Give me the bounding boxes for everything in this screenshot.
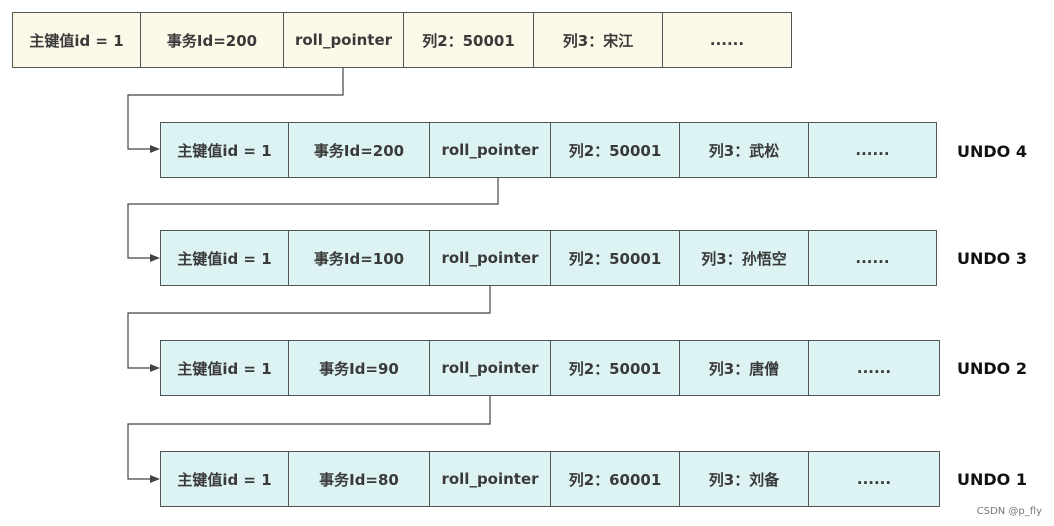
roll-pointer-cell: roll_pointer bbox=[284, 13, 404, 67]
primary-key-cell: 主键值id = 1 bbox=[161, 341, 289, 395]
more-cell: ...... bbox=[856, 470, 892, 488]
undo-label: UNDO 2 bbox=[957, 359, 1027, 378]
transaction-id-cell: 事务Id=200 bbox=[289, 123, 430, 177]
roll-pointer-arrow-line bbox=[127, 396, 491, 480]
column2-cell: 列2：50001 bbox=[551, 231, 680, 285]
roll-pointer-arrowhead bbox=[150, 364, 160, 372]
undo-label: UNDO 4 bbox=[957, 142, 1027, 161]
column3-cell: 列3：宋江 bbox=[534, 13, 663, 67]
primary-key-cell: 主键值id = 1 bbox=[161, 452, 289, 506]
roll-pointer-arrowhead bbox=[150, 145, 160, 153]
roll-pointer-cell: roll_pointer bbox=[430, 341, 551, 395]
undo-label: UNDO 3 bbox=[957, 249, 1027, 268]
column2-cell: 列2：50001 bbox=[551, 341, 680, 395]
more-cell: ...... bbox=[856, 359, 892, 377]
current-record-row: 主键值id = 1 事务Id=200 roll_pointer 列2：50001… bbox=[12, 12, 792, 68]
roll-pointer-arrow-line bbox=[127, 68, 344, 150]
roll-pointer-cell: roll_pointer bbox=[430, 231, 551, 285]
roll-pointer-cell: roll_pointer bbox=[430, 123, 551, 177]
watermark: CSDN @p_fly bbox=[976, 506, 1042, 517]
undo-label: UNDO 1 bbox=[957, 470, 1027, 489]
column3-cell: 列3：孙悟空 bbox=[680, 231, 809, 285]
roll-pointer-arrowhead bbox=[150, 475, 160, 483]
roll-pointer-arrow-line bbox=[127, 286, 491, 369]
column3-cell: 列3：唐僧 bbox=[680, 341, 809, 395]
column2-cell: 列2：50001 bbox=[551, 123, 680, 177]
more-cell: ...... bbox=[855, 141, 890, 159]
primary-key-cell: 主键值id = 1 bbox=[161, 231, 289, 285]
transaction-id-cell: 事务Id=90 bbox=[289, 341, 430, 395]
column3-cell: 列3：刘备 bbox=[680, 452, 809, 506]
primary-key-cell: 主键值id = 1 bbox=[13, 13, 141, 67]
column3-cell: 列3：武松 bbox=[680, 123, 809, 177]
roll-pointer-arrow-line bbox=[127, 178, 499, 259]
undo-record-row: 主键值id = 1 事务Id=100 roll_pointer 列2：50001… bbox=[160, 230, 937, 286]
undo-record-row: 主键值id = 1 事务Id=80 roll_pointer 列2：60001 … bbox=[160, 451, 940, 507]
transaction-id-cell: 事务Id=200 bbox=[141, 13, 284, 67]
undo-record-row: 主键值id = 1 事务Id=200 roll_pointer 列2：50001… bbox=[160, 122, 937, 178]
transaction-id-cell: 事务Id=100 bbox=[289, 231, 430, 285]
more-cell: ...... bbox=[709, 31, 745, 49]
roll-pointer-arrowhead bbox=[150, 254, 160, 262]
column2-cell: 列2：50001 bbox=[404, 13, 534, 67]
roll-pointer-cell: roll_pointer bbox=[430, 452, 551, 506]
more-cell: ...... bbox=[855, 249, 890, 267]
primary-key-cell: 主键值id = 1 bbox=[161, 123, 289, 177]
column2-cell: 列2：60001 bbox=[551, 452, 680, 506]
undo-record-row: 主键值id = 1 事务Id=90 roll_pointer 列2：50001 … bbox=[160, 340, 940, 396]
transaction-id-cell: 事务Id=80 bbox=[289, 452, 430, 506]
